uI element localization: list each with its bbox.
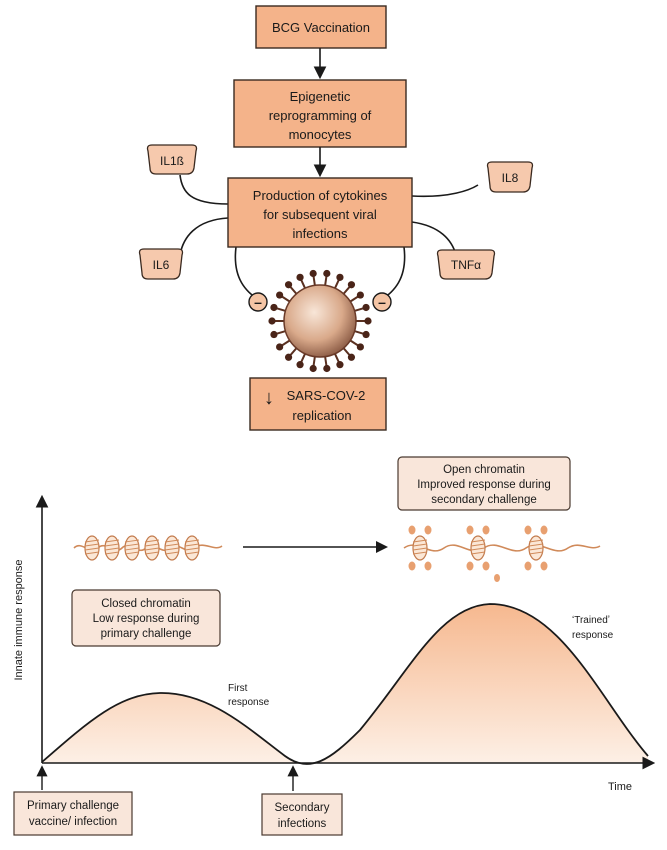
tnfa-label: TNFα [451, 258, 481, 272]
response-curve-line [41, 603, 649, 765]
link-il6 [179, 217, 229, 256]
sars-replication-box: ↓ SARS-COV-2 replication [249, 377, 387, 431]
link-inhibit-left [234, 246, 257, 299]
sars-cov-2-virus-icon [268, 269, 372, 373]
svg-text:–: – [378, 294, 386, 310]
trained-response-line-2: response [572, 630, 614, 641]
open-line-1: Open chromatin [443, 464, 525, 476]
open-line-2: Improved response during [417, 479, 551, 491]
cytokine-line-3: infections [293, 226, 348, 241]
epigenetic-box: Epigenetic reprogramming of monocytes [233, 79, 407, 148]
il8-label: IL8 [502, 171, 519, 185]
epigenetic-line-3: monocytes [289, 127, 352, 142]
cytokine-line-1: Production of cytokines [253, 188, 388, 203]
inhibit-right-icon: – [372, 292, 392, 312]
secondary-line-1: Secondary [275, 802, 330, 814]
sars-line-2: replication [292, 408, 351, 423]
response-curve [42, 604, 648, 764]
il1b-badge: IL1ß [146, 144, 198, 175]
il1b-label: IL1ß [160, 154, 184, 168]
open-chromatin-box: Open chromatin Improved response during … [397, 456, 571, 511]
first-response-line-2: response [228, 697, 270, 708]
first-response-line-1: First [228, 683, 248, 694]
x-axis-label: Time [608, 781, 632, 793]
bcg-box: BCG Vaccination [255, 5, 387, 49]
open-line-3: secondary challenge [431, 494, 537, 506]
svg-text:–: – [254, 294, 262, 310]
down-arrow-icon: ↓ [264, 387, 274, 409]
bcg-label: BCG Vaccination [272, 20, 370, 35]
closed-line-2: Low response during [93, 613, 200, 625]
il8-badge: IL8 [486, 161, 534, 193]
primary-challenge-box: Primary challenge vaccine/ infection [13, 791, 133, 836]
inhibit-left-icon: – [248, 292, 268, 312]
link-il8 [411, 184, 479, 198]
epigenetic-line-2: reprogramming of [269, 108, 372, 123]
epigenetic-line-1: Epigenetic [290, 89, 351, 104]
secondary-line-2: infections [278, 818, 327, 830]
primary-line-1: Primary challenge [27, 800, 119, 812]
link-il1b [179, 174, 229, 205]
closed-line-1: Closed chromatin [101, 598, 190, 610]
cytokine-line-2: for subsequent viral [263, 207, 377, 222]
link-inhibit-right [383, 246, 406, 299]
tnfa-badge: TNFα [436, 249, 496, 280]
trained-response-line-1: ʻTrainedʼ [572, 614, 610, 626]
primary-line-2: vaccine/ infection [29, 816, 117, 828]
closed-chromatin-icon [73, 535, 223, 561]
cytokine-production-box: Production of cytokines for subsequent v… [227, 177, 413, 248]
secondary-infections-box: Secondary infections [261, 793, 343, 836]
sars-line-1: SARS-COV-2 [287, 388, 366, 403]
il6-badge: IL6 [138, 248, 184, 280]
closed-line-3: primary challenge [101, 628, 192, 640]
y-axis-label: Innate immune response [13, 559, 25, 680]
closed-chromatin-box: Closed chromatin Low response during pri… [71, 589, 221, 647]
open-chromatin-icon [403, 525, 601, 582]
il6-label: IL6 [153, 258, 170, 272]
